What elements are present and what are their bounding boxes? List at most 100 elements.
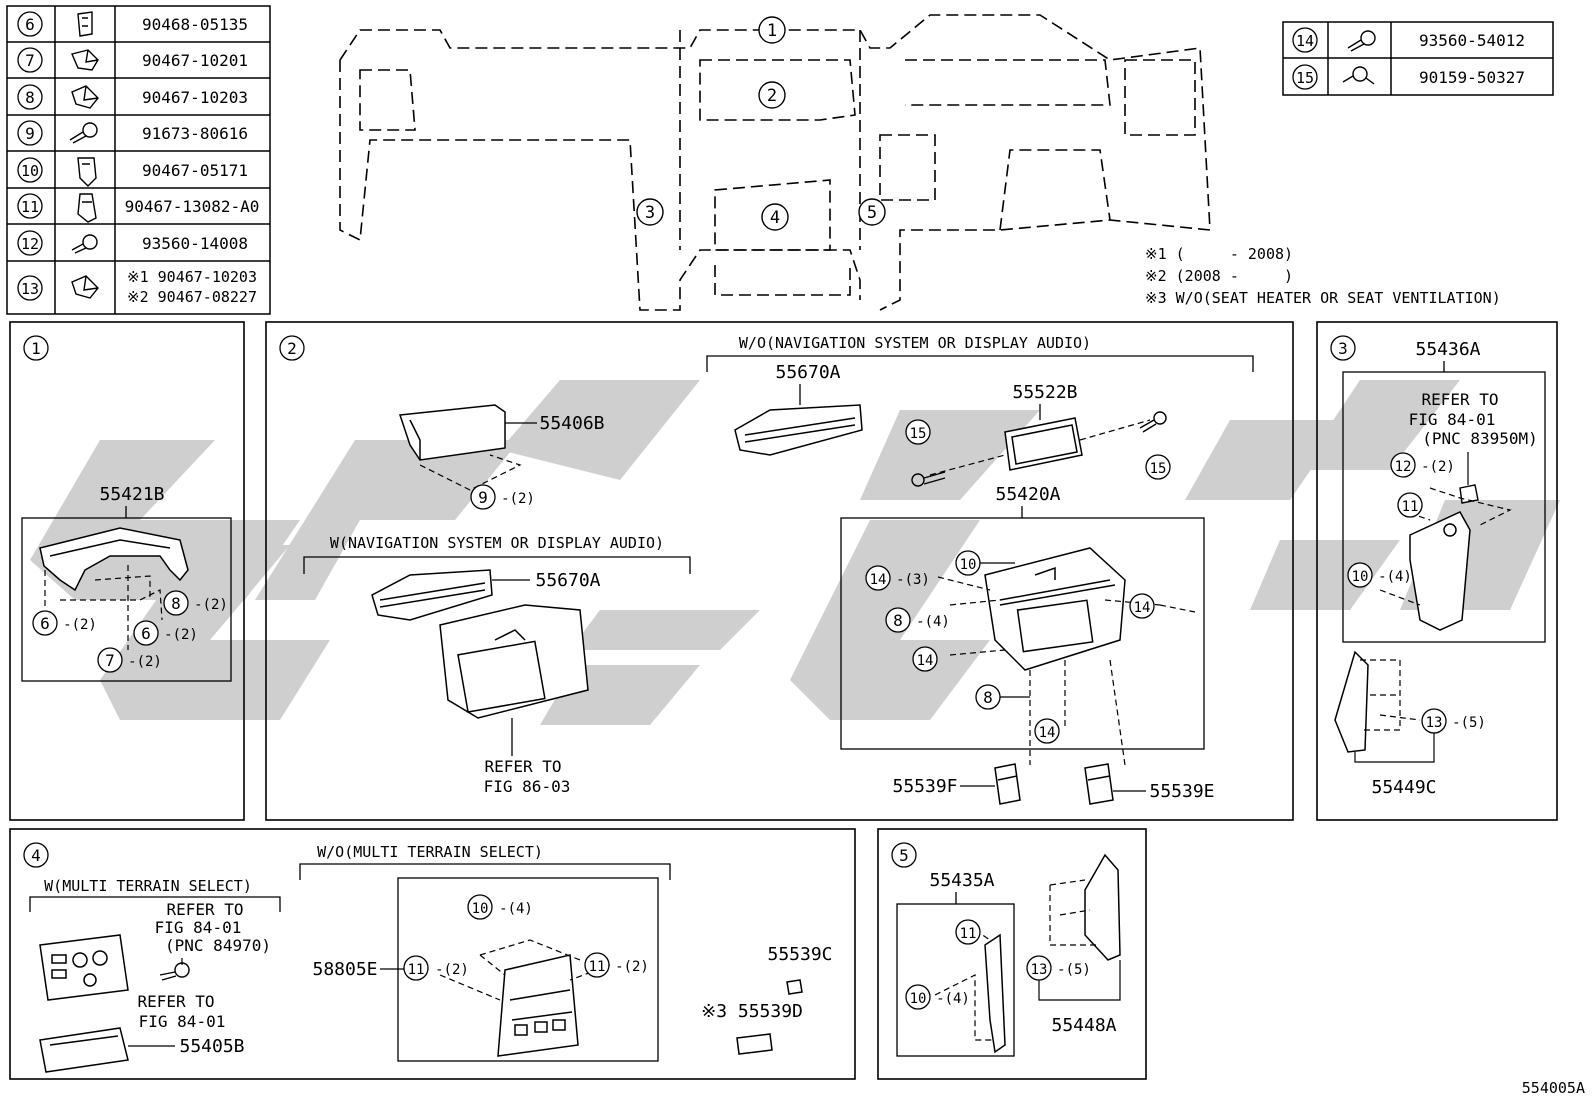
part-number: 90467-10201: [142, 51, 248, 70]
switch-drawing: [786, 979, 803, 995]
part-number: 93560-54012: [1419, 31, 1525, 50]
dashboard-overview: [339, 14, 1211, 311]
ref-14: 14: [1296, 32, 1314, 50]
panel-4-frame: [9, 828, 856, 1080]
panel-3-number: 3: [1338, 339, 1348, 358]
p1-callout-6a: 6: [40, 614, 50, 633]
cluster-panel-drawing: [39, 527, 189, 592]
ref-15-circle: [1292, 64, 1318, 90]
bolt-icon: [911, 471, 946, 487]
part-58805e: 58805E: [312, 959, 377, 980]
ref-10-circle: [17, 157, 43, 183]
clip-icon: [77, 157, 97, 187]
center-panel-drawing: [984, 547, 1126, 671]
wo-mts-label: W/O(MULTI TERRAIN SELECT): [317, 843, 543, 861]
overview-callout-2-circle: [758, 81, 786, 109]
trim-bezel-drawing: [1004, 417, 1083, 471]
part-55449c: 55449C: [1371, 777, 1436, 798]
p3-qty-12: -(2): [1421, 459, 1455, 475]
switch-drawing: [736, 1033, 773, 1055]
overview-callout-4: 4: [770, 208, 780, 228]
screw-icon: [71, 234, 98, 254]
vent-drawing: [371, 569, 493, 621]
panel-3-frame: [1316, 321, 1558, 821]
ref-7-circle: [17, 47, 43, 73]
part-55522b: 55522B: [1012, 382, 1077, 403]
p3-callout-13: 13: [1426, 715, 1443, 731]
p2-qty-8a: -(4): [916, 614, 950, 630]
lower-trim-drawing: [39, 1027, 129, 1073]
panel-4-number: 4: [31, 846, 41, 865]
p4-qty-10: -(4): [499, 901, 533, 917]
refer-84-01-line1: REFER TO: [1421, 390, 1498, 409]
p1-callout-8: 8: [171, 594, 181, 613]
ref-10: 10: [21, 162, 39, 180]
bolt-icon: [1139, 411, 1167, 433]
part-55435a: 55435A: [929, 870, 994, 891]
pillar-trim-drawing: [984, 933, 1006, 1054]
panel-1-number: 1: [31, 339, 41, 358]
overview-callout-1: 1: [767, 21, 777, 41]
panel-2-inset: [840, 517, 1205, 750]
ref-13-circle: [17, 275, 43, 301]
panel-3-inset: [1342, 371, 1546, 643]
clip-icon: [77, 11, 93, 37]
p2-callout-15b: 15: [1150, 461, 1167, 477]
part-number-line2: ※2 90467-08227: [127, 288, 257, 306]
panel-2-frame: [265, 321, 1294, 821]
overview-callout-5-circle: [858, 198, 886, 226]
p1-qty-6a: -(2): [63, 617, 97, 633]
p4-callout-11b: 11: [589, 959, 606, 975]
part-number: 90467-10203: [142, 88, 248, 107]
bolt-icon: [1342, 66, 1375, 85]
p1-callout-6b: 6: [141, 624, 151, 643]
ref-8-circle: [17, 84, 43, 110]
part-number: 90159-50327: [1419, 68, 1525, 87]
part-55670a-top: 55670A: [775, 362, 840, 383]
ref-14-circle: [1292, 27, 1318, 53]
part-55421b: 55421B: [99, 484, 164, 505]
p5-callout-10: 10: [910, 991, 927, 1007]
p4-callout-11a: 11: [408, 962, 425, 978]
refer-84-01-line3: (PNC 83950M): [1422, 429, 1538, 448]
part-55448a: 55448A: [1051, 1015, 1116, 1036]
p2-callout-8a: 8: [893, 611, 903, 630]
ref-6: 6: [25, 15, 35, 34]
p5-qty-13: -(5): [1057, 962, 1091, 978]
p3-callout-12: 12: [1395, 459, 1412, 475]
refer-b-line2: FIG 84-01: [139, 1012, 226, 1031]
switch-drawing: [994, 763, 1114, 805]
p2-callout-14d: 14: [1039, 725, 1056, 741]
p2-callout-9: 9: [478, 488, 488, 507]
watermark: [30, 380, 1560, 725]
panel-1-number-circle: [23, 335, 49, 361]
ref-8: 8: [25, 88, 35, 107]
ref-9-circle: [17, 120, 43, 146]
p3-callout-11: 11: [1402, 499, 1419, 515]
part-55406b: 55406B: [539, 413, 604, 434]
p2-callout-14b: 14: [1134, 600, 1151, 616]
refer-b-line1: REFER TO: [137, 992, 214, 1011]
vent-drawing: [734, 404, 863, 456]
w-nav-label: W(NAVIGATION SYSTEM OR DISPLAY AUDIO): [330, 534, 664, 552]
bolt-icon: [159, 962, 190, 981]
clip-icon: [71, 49, 99, 71]
part-number-line1: ※1 90467-10203: [127, 268, 257, 286]
p5-callout-13: 13: [1031, 962, 1048, 978]
side-panel-drawing: [1084, 853, 1121, 961]
panel-5-number: 5: [899, 846, 909, 865]
part-55539c: 55539C: [767, 944, 832, 965]
panel-1-frame: [9, 321, 245, 821]
p4-qty-11b: -(2): [615, 959, 649, 975]
p5-callout-11: 11: [960, 926, 977, 942]
part-55539f: 55539F: [892, 776, 957, 797]
overview-callout-3-circle: [636, 198, 664, 226]
w-mts-label: W(MULTI TERRAIN SELECT): [44, 877, 252, 895]
overview-callout-3: 3: [645, 203, 655, 223]
overview-callout-1-circle: [758, 16, 786, 44]
panel-2-number-circle: [279, 335, 305, 361]
panel-2-number: 2: [287, 339, 297, 358]
ref-11: 11: [21, 198, 39, 216]
ref-6-circle: [17, 11, 43, 37]
p1-qty-7: -(2): [128, 654, 162, 670]
